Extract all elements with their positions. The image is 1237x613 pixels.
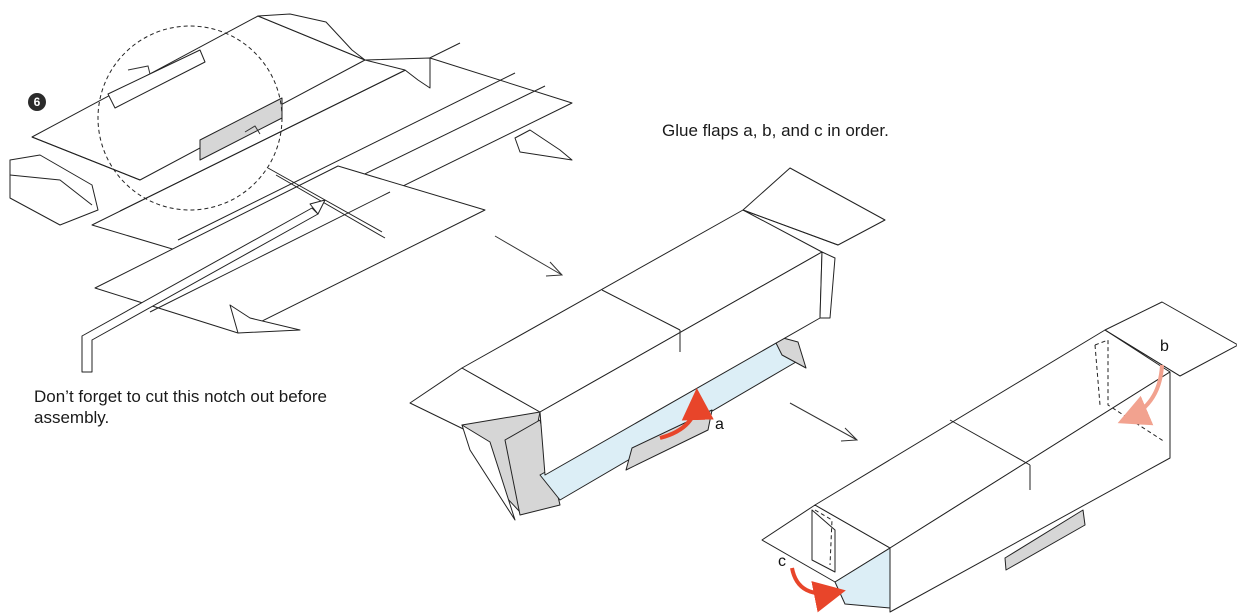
flow-arrow-2 <box>789 402 859 442</box>
box-step-bc <box>761 301 1237 613</box>
flap-label-b: b <box>1160 338 1169 355</box>
flat-die-cut <box>9 13 573 373</box>
flap-label-a: a <box>715 416 724 433</box>
box-step-a <box>409 167 886 521</box>
notch-note: Don’t forget to cut this notch out befor… <box>34 387 327 427</box>
flow-arrow-1 <box>494 235 564 277</box>
instruction-text: Glue flaps a, b, and c in order. <box>662 121 889 140</box>
flap-label-c: c <box>778 553 786 570</box>
step-number-badge: 6 <box>28 93 46 111</box>
